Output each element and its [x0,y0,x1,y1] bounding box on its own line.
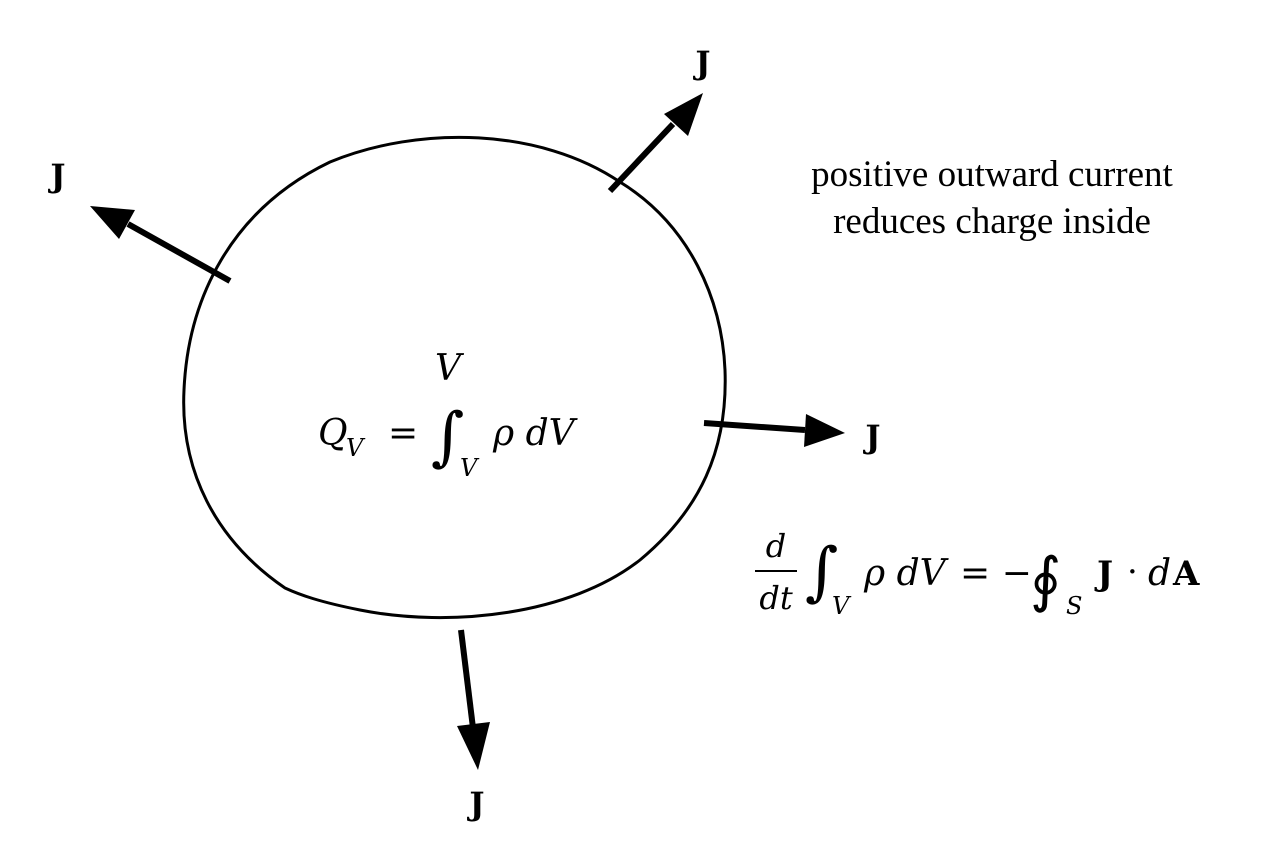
flux-current-density: J [1094,554,1113,594]
charge-integral-subscript: V [460,454,480,482]
current-label-bottom: J [466,785,484,823]
volume-label: V [435,348,465,389]
current-label-top: J [692,44,710,82]
current-arrow-right [703,414,845,447]
charge-integral-sign: ∫ [431,400,464,474]
continuity-equation: d dt ∫ V ρ dV = − ∮ S J · d A [755,527,1200,620]
current-arrow-upper-left [90,206,232,284]
continuity-equals-minus: = − [960,553,1032,594]
charge-integrand: ρ dV [492,413,579,454]
surface-subscript: S [1066,592,1082,620]
volume-boundary [182,135,727,620]
current-label-upper-left: J [47,157,65,195]
current-arrow-bottom [457,629,490,770]
surface-integral-sign: ∮ [1030,545,1061,615]
charge-equals: = [388,413,418,454]
derivative-denominator: dt [759,579,792,617]
caption-line-2: reduces charge inside [833,201,1151,242]
volume-integral-sign: ∫ [805,535,838,609]
current-arrow-top [607,93,703,194]
flux-differential-d: d [1148,553,1171,594]
charge-subscript: V [346,434,366,462]
volume-integral-subscript: V [832,592,852,620]
charge-equation: Q V = ∫ V ρ dV [318,400,579,482]
derivative-numerator: d [766,527,786,565]
current-label-right: J [862,418,880,456]
flux-area-vector: A [1172,554,1200,594]
flux-dot: · [1127,552,1138,592]
continuity-integrand: ρ dV [863,553,950,594]
charge-symbol: Q [318,413,348,454]
caption-line-1: positive outward current [811,154,1173,195]
